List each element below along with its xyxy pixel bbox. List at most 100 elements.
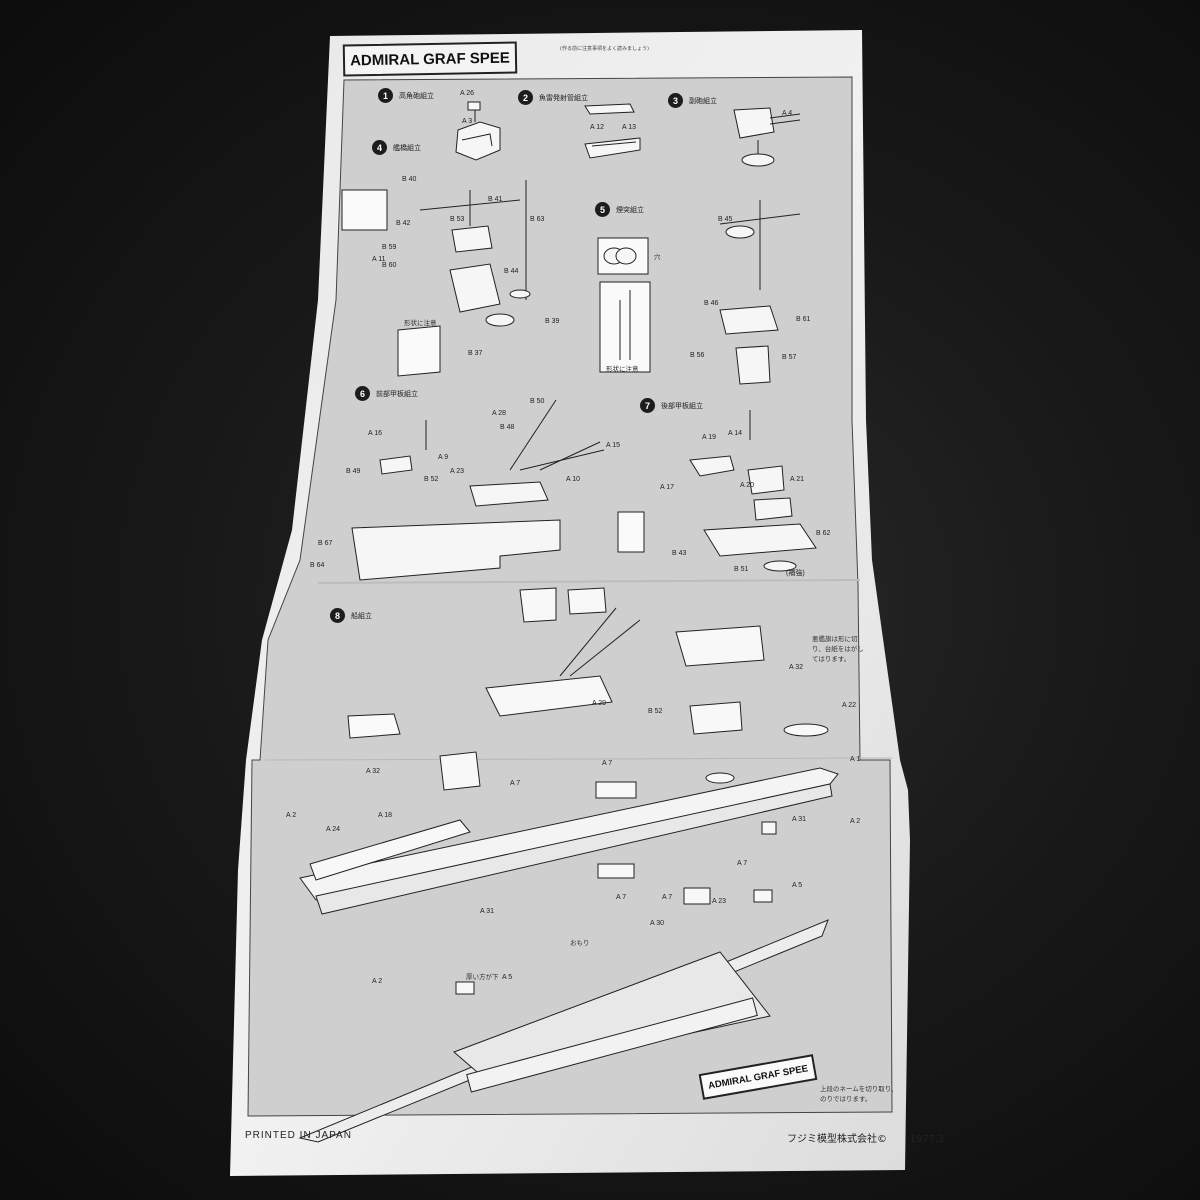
step-number: 7 [640, 398, 655, 413]
part-label: A 7 [602, 760, 613, 767]
part-label: A 20 [740, 482, 755, 489]
part-label: A 15 [606, 442, 621, 449]
part-label: A 28 [492, 410, 507, 417]
thick-side-note: 厚い方が下 [466, 973, 499, 981]
header-note: (作る前に注意事項をよく読みましょう) [560, 46, 649, 52]
part-label: A 16 [368, 430, 383, 437]
step-4: 4 艦橋組立 [372, 140, 421, 155]
part-label: A 5 [792, 882, 803, 889]
part-label: A 11 [372, 256, 386, 263]
shape-note: 形状に注意 [404, 319, 437, 327]
part-label: A 7 [662, 894, 673, 901]
part-label: B 42 [396, 220, 411, 227]
flag-note: 悪艦旗は形に切り、台紙をはがしてはります。 [812, 635, 864, 663]
part-label: B 39 [545, 318, 560, 325]
step-number: 6 [355, 386, 370, 401]
fold-line-2 [264, 757, 893, 761]
step5-drawing [597, 200, 801, 385]
part-label: B 46 [704, 300, 719, 307]
part-label: B 64 [310, 562, 325, 569]
part-label: B 61 [796, 316, 811, 323]
part-label: A 26 [460, 90, 475, 97]
step-title: 後部甲板組立 [661, 401, 703, 410]
sheet-title: ADMIRAL GRAF SPEE [342, 41, 518, 77]
part-label: A 5 [502, 974, 513, 981]
footer-right: フジミ模型株式会社© 1977.3 [787, 1130, 944, 1145]
part-label: A 9 [438, 454, 449, 461]
step7-drawing [689, 410, 817, 572]
part-label: A 7 [737, 860, 748, 867]
part-label: A 10 [566, 476, 581, 483]
step-title: 前部甲板組立 [376, 389, 418, 398]
part-label: B 52 [424, 476, 439, 483]
step-1: 1 高角砲組立 [378, 88, 434, 103]
part-label: A 3 [462, 118, 473, 125]
part-label: A 29 [592, 700, 607, 707]
step-title: 船組立 [351, 611, 372, 620]
step8-drawing [298, 587, 839, 1143]
step-number: 4 [372, 140, 387, 155]
part-label: A 30 [650, 920, 665, 927]
fold-line [317, 579, 861, 584]
part-label: A 2 [286, 812, 297, 819]
part-label: A 13 [622, 124, 637, 131]
part-label: B 44 [504, 268, 519, 275]
part-label: B 41 [488, 196, 503, 203]
step-6: 6 前部甲板組立 [355, 386, 418, 401]
part-label: B 67 [318, 540, 333, 547]
part-label: A 2 [372, 978, 383, 985]
part-label: B 45 [718, 216, 733, 223]
step-2: 2 魚雷発射管組立 [518, 90, 588, 105]
part-label: A 19 [702, 434, 717, 441]
part-label: B 62 [816, 530, 831, 537]
step6-drawing [351, 399, 645, 581]
part-label: B 51 [734, 566, 749, 573]
weight-note: おもり [570, 939, 590, 947]
part-label: B 63 [530, 216, 545, 223]
part-label: B 56 [690, 352, 705, 359]
part-label: A 18 [378, 812, 393, 819]
step-5: 5 煙突組立 [595, 202, 644, 217]
part-label: A 14 [728, 430, 743, 437]
step1-drawing [455, 101, 501, 161]
part-label: B 40 [402, 176, 417, 183]
part-label: B 43 [672, 550, 687, 557]
step-number: 5 [595, 202, 610, 217]
part-label: A 32 [366, 768, 381, 775]
part-label: A 1 [850, 756, 861, 763]
part-label: A 31 [480, 908, 495, 915]
part-label: B 49 [346, 468, 361, 475]
part-label: B 59 [382, 244, 397, 251]
step-title: 魚雷発射管組立 [539, 93, 588, 102]
shape-note-2: 形状に注意 [606, 365, 639, 373]
step2-drawing [584, 103, 641, 159]
part-label: B 37 [468, 350, 483, 357]
step-title: 艦橋組立 [393, 143, 421, 152]
part-label: A 7 [616, 894, 627, 901]
step-7: 7 後部甲板組立 [640, 398, 703, 413]
company-name: フジミ模型株式会社© [787, 1134, 887, 1145]
part-label: A 31 [792, 816, 807, 823]
part-label: B 52 [648, 708, 663, 715]
part-label: B 50 [530, 398, 545, 405]
step-8: 8 船組立 [330, 608, 372, 623]
part-label: A 24 [326, 826, 341, 833]
hole-note: 穴 [654, 253, 661, 261]
part-label: A 4 [782, 110, 793, 117]
part-label: B 48 [500, 424, 515, 431]
step-3: 3 副砲組立 [668, 93, 717, 108]
print-date: 1977.3 [909, 1134, 945, 1145]
step3-drawing [733, 107, 801, 167]
part-label: A 2 [850, 818, 861, 825]
part-label: A 23 [712, 898, 727, 905]
printed-in-label: PRINTED IN JAPAN [245, 1130, 352, 1141]
part-label: A 32 [789, 664, 804, 671]
part-label: A 12 [590, 124, 605, 131]
part-label: A 23 [450, 468, 465, 475]
step-number: 1 [378, 88, 393, 103]
part-label: B 60 [382, 262, 397, 269]
step-number: 8 [330, 608, 345, 623]
step-title: 副砲組立 [689, 96, 717, 105]
step-title: 高角砲組立 [399, 91, 434, 100]
